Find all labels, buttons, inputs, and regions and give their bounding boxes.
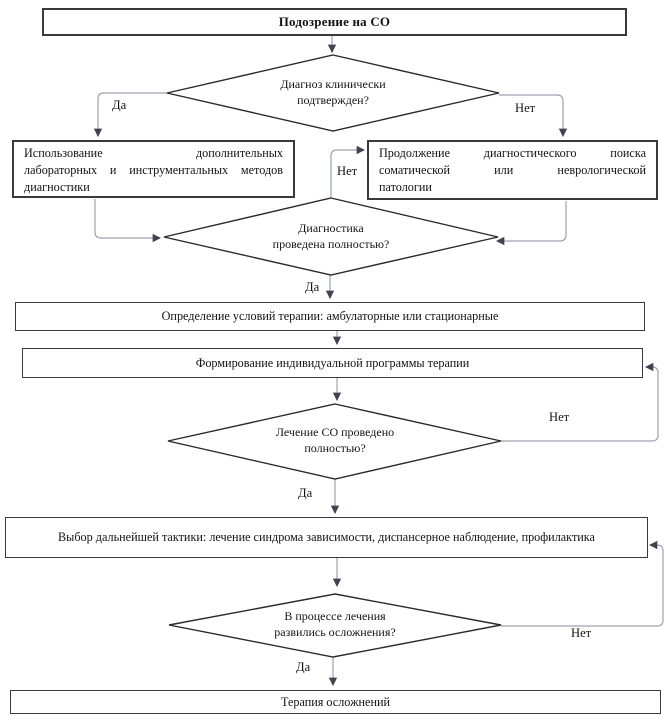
decision-diagnostics-complete-label: Диагностика проведена полностью? — [221, 220, 441, 252]
node-additional-methods: Использование дополнительных лабораторны… — [12, 140, 295, 198]
node-additional-methods-line2: лабораторных и инструментальных методов — [24, 162, 283, 177]
node-continue-search-line2: соматической или неврологической — [379, 162, 646, 177]
decision-complications-line1: В процессе лечения — [284, 609, 386, 623]
node-continue-search-line3: патологии — [379, 179, 432, 194]
node-end-therapy-complications: Терапия осложнений — [10, 690, 661, 714]
decision-complications-shape — [168, 593, 502, 658]
connector-left-box-to-diagnostics — [94, 199, 162, 243]
connector-diagnosis-yes — [93, 92, 167, 138]
connector-treatment-no-loop — [501, 362, 659, 442]
node-continue-search-line1: Продолжение диагностического поиска — [379, 146, 646, 160]
decision-diagnosis-confirmed-label: Диагноз клинически подтвержден? — [233, 76, 433, 108]
decision-treatment-complete-label: Лечение СО проведено полностью? — [225, 424, 445, 456]
edge-label-treatment-yes: Да — [298, 486, 313, 500]
edge-label-complications-yes: Да — [296, 660, 311, 674]
decision-diagnostics-line1: Диагностика — [298, 221, 364, 235]
decision-diagnostics-line2: проведена полностью? — [272, 237, 390, 252]
node-continue-search: Продолжение диагностического поиска сома… — [367, 140, 658, 200]
node-start: Подозрение на СО — [42, 8, 627, 36]
edge-label-complications-no: Нет — [571, 626, 592, 640]
decision-diagnostics-complete-shape — [163, 197, 499, 276]
node-therapy-conditions: Определение условий терапии: амбулаторны… — [15, 302, 645, 331]
node-additional-methods-line1: Использование дополнительных — [24, 146, 283, 160]
edge-label-treatment-no: Нет — [549, 410, 570, 424]
decision-diagnosis-line2: подтвержден? — [297, 93, 369, 108]
decision-diagnosis-line1: Диагноз клинически — [280, 77, 386, 91]
connector-diagnostics-no — [330, 145, 366, 197]
connector-diagnosis-no — [499, 94, 568, 138]
node-further-tactics: Выбор дальнейшей тактики: лечение синдро… — [5, 517, 648, 558]
node-additional-methods-line3: диагностики — [24, 179, 90, 194]
decision-complications-label: В процессе лечения развились осложнения? — [225, 608, 445, 640]
node-individual-program: Формирование индивидуальной программы те… — [22, 348, 643, 378]
edge-label-diagnosis-yes: Да — [112, 98, 127, 112]
edge-label-diagnostics-no: Нет — [337, 164, 358, 178]
connector-right-box-to-diagnostics — [495, 201, 567, 246]
decision-diagnosis-confirmed-shape — [166, 54, 500, 132]
decision-treatment-line2: полностью? — [304, 441, 366, 456]
decision-treatment-line1: Лечение СО проведено — [275, 425, 395, 439]
edge-label-diagnostics-yes: Да — [305, 280, 320, 294]
decision-treatment-complete-shape — [167, 403, 502, 480]
decision-complications-line2: развились осложнения? — [274, 625, 396, 640]
edge-label-diagnosis-no: Нет — [515, 101, 536, 115]
connector-complications-no-loop — [501, 540, 664, 627]
